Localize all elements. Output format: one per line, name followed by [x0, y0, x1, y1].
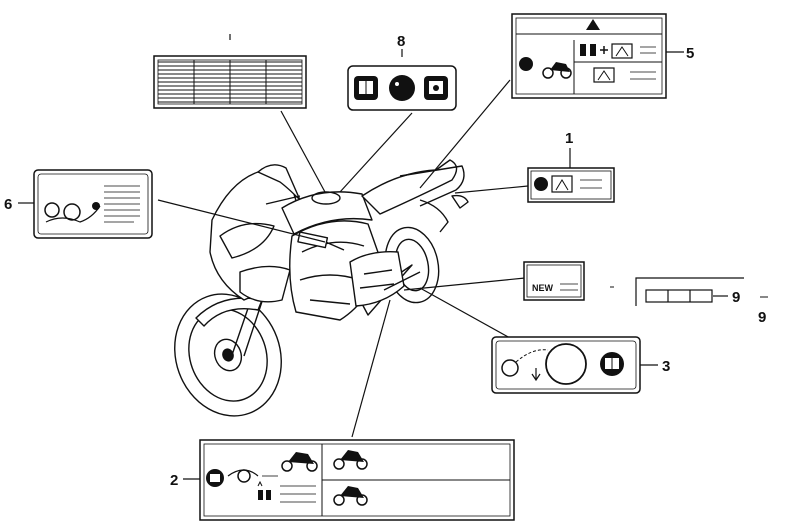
- label-8: [347, 65, 457, 111]
- callout-1: 1: [565, 130, 573, 147]
- new-tag-text: NEW: [532, 283, 554, 293]
- label-3: [491, 336, 641, 394]
- fuel-tank: [281, 191, 373, 235]
- front-wheel: [174, 293, 282, 417]
- motorcycle-illustration: [174, 159, 469, 417]
- callout-numbers: 1 2 3 5 6 8 9 9: [4, 33, 766, 489]
- callout-6: 6: [4, 196, 12, 213]
- label-new: NEW: [523, 261, 585, 301]
- label-9-bracket: [635, 277, 744, 306]
- callout-8: 8: [397, 33, 405, 50]
- callout-9b: 9: [758, 309, 766, 326]
- leader-lines: [18, 34, 728, 480]
- label-5: [511, 13, 667, 99]
- label-warning-sheet: [153, 55, 307, 109]
- label-1: [527, 167, 615, 203]
- callout-5: 5: [686, 45, 694, 62]
- callout-2: 2: [170, 472, 178, 489]
- engine: [349, 251, 405, 307]
- callout-9a: 9: [732, 289, 740, 306]
- seat: [361, 159, 458, 215]
- callout-3: 3: [662, 358, 670, 375]
- label-6: [33, 169, 153, 239]
- label-2: [199, 439, 515, 521]
